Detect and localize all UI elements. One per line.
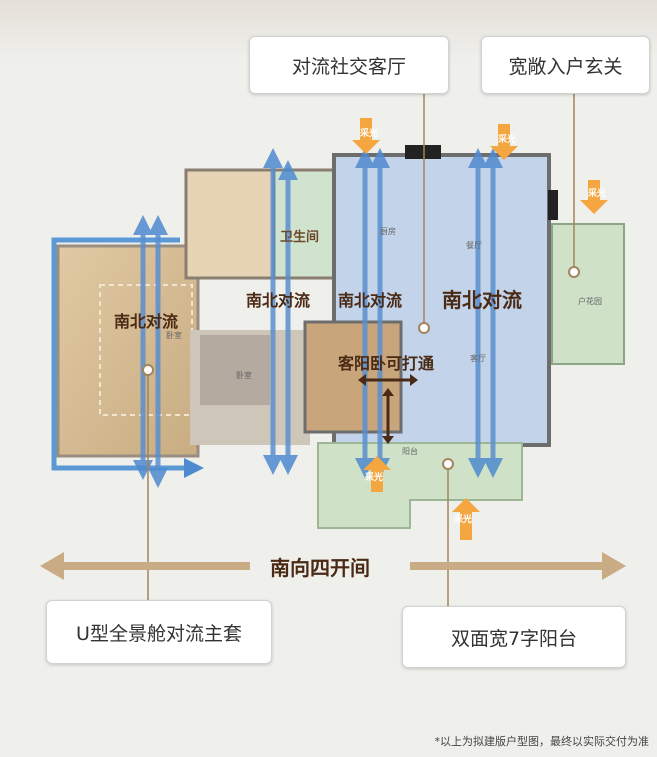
facing-arrow [40,552,626,580]
callout-balcony-text: 双面宽7字阳台 [450,627,578,650]
flow-label-4: 南北对流 [442,288,522,312]
callout-balcony: 双面宽7字阳台 [402,606,626,668]
flow-label-2: 南北对流 [246,291,311,310]
light-label-5: 采光 [454,515,473,525]
flow-label-3: 南北对流 [338,291,403,310]
u-flow-arrow [51,237,204,478]
light-label-3: 采光 [588,189,607,199]
room-bedroom-master: 卧室 [166,331,182,340]
facing-label: 南向四开间 [270,556,370,580]
room-bathroom: 卫生间 [280,230,320,245]
disclaimer: *以上为拟建版户型图，最终以实际交付为准 [434,735,650,748]
bathroom-area [272,168,336,280]
light-label-4: 采光 [365,473,384,483]
room-kitchen: 厨房 [380,227,396,236]
flow-label-1: 南北对流 [114,312,179,331]
leader-lines [147,92,575,606]
callout-foyer-text: 宽敞入户玄关 [508,55,623,78]
callout-master-suite: U型全景舱对流主套 [46,600,272,664]
room-garden: 户花园 [578,297,602,306]
garden-area [551,223,625,365]
light-label-1: 采光 [360,129,379,139]
room-bedroom-small: 卧室 [236,371,252,380]
light-label-2: 采光 [498,135,517,145]
callout-foyer: 宽敞入户玄关 [481,36,650,94]
callout-living-text: 对流社交客厅 [291,55,406,78]
room-living: 客厅 [470,354,486,363]
flow-arrows [133,148,503,488]
callout-living: 对流社交客厅 [249,36,449,94]
room-balcony: 阳台 [402,447,418,456]
bedroom-small-area [184,168,276,280]
master-bedroom-area [56,244,200,458]
room-dining: 餐厅 [466,241,482,250]
merge-arrows [362,378,414,440]
callout-master-text: U型全景舱对流主套 [76,622,242,645]
merge-label: 客阳卧可打通 [338,354,435,373]
light-arrows [352,118,608,540]
leader-dots [142,266,580,470]
